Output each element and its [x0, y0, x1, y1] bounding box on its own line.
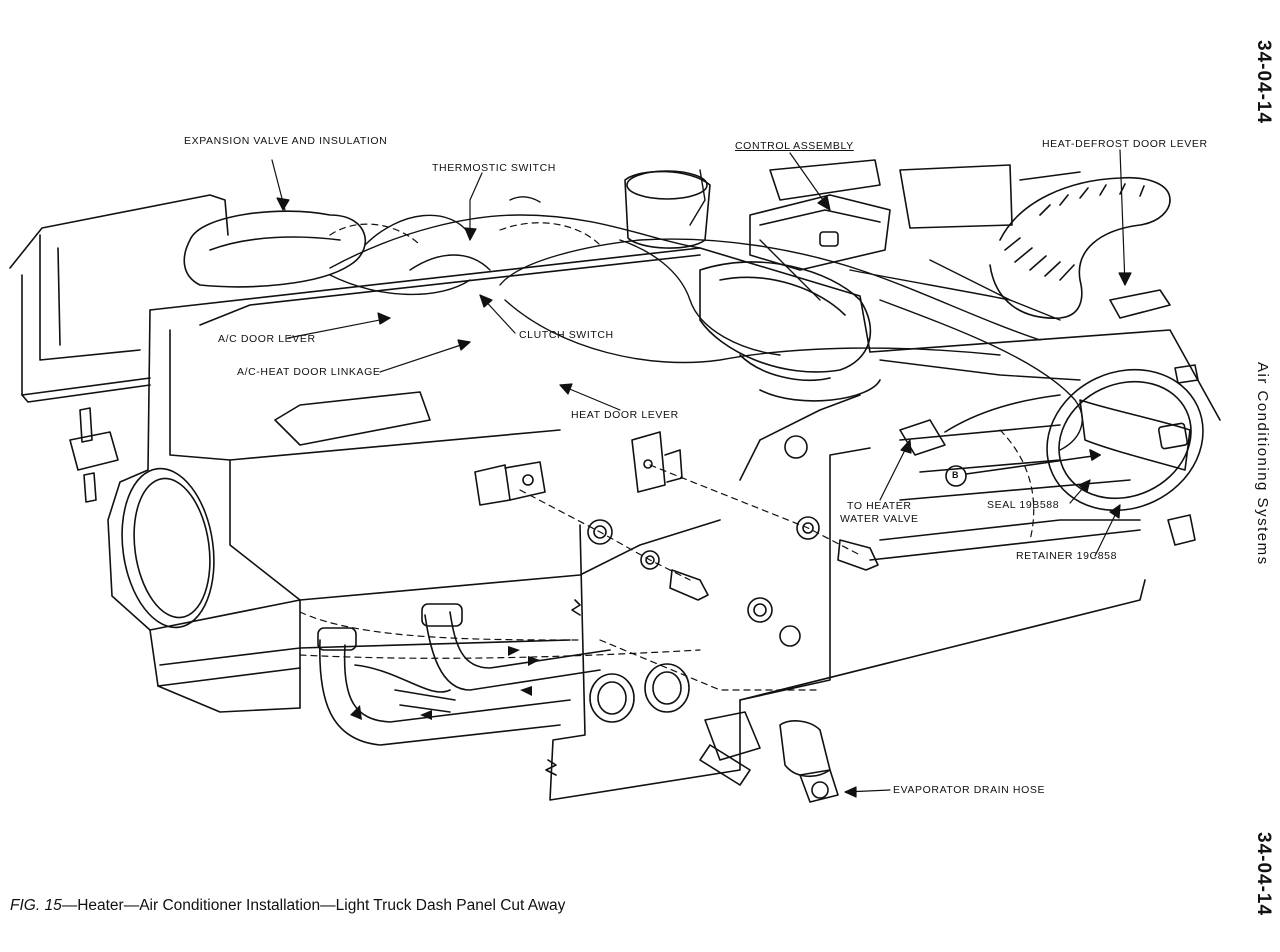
heater-core-ducts	[624, 170, 881, 402]
label-water-valve: WATER VALVE	[840, 513, 919, 525]
label-to-heater: TO HEATER	[847, 500, 912, 512]
evaporator-drain-hose	[799, 769, 839, 803]
dash-panel-cutaway	[545, 447, 871, 801]
label-heat-door-lever: HEAT DOOR LEVER	[571, 409, 679, 421]
label-ac-heat-door-linkage: A/C-HEAT DOOR LINKAGE	[237, 366, 381, 378]
label-ac-door-lever: A/C DOOR LEVER	[218, 333, 316, 345]
dash-outline	[739, 164, 1221, 701]
figure-caption: FIG. 15—Heater—Air Conditioner Installat…	[10, 897, 565, 915]
defrost-flex-duct	[989, 176, 1171, 319]
callout-b-label: B	[952, 470, 959, 480]
expansion-valve-insulation	[183, 210, 366, 288]
section-title: Air Conditioning Systems	[1254, 362, 1271, 566]
ac-outlet-ring	[1046, 368, 1204, 512]
callout-b-marker	[945, 449, 1101, 487]
heater-core-tubes	[589, 663, 831, 786]
label-evaporator-drain-hose: EVAPORATOR DRAIN HOSE	[893, 784, 1046, 796]
label-expansion-valve: EXPANSION VALVE AND INSULATION	[184, 135, 388, 147]
cab-frame	[9, 194, 229, 403]
label-seal: SEAL 19B588	[987, 499, 1060, 511]
heater-housing	[107, 247, 871, 713]
blower-opening	[121, 467, 215, 629]
control-assembly	[749, 159, 891, 271]
label-clutch-switch: CLUTCH SWITCH	[519, 329, 614, 341]
label-control-assembly: CONTROL ASSEMBLY	[735, 140, 854, 152]
bolts-and-washers	[69, 364, 1199, 647]
label-thermostic-switch: THERMOSTIC SWITCH	[432, 162, 556, 174]
label-heat-defrost-door-lever: HEAT-DEFROST DOOR LEVER	[1042, 138, 1208, 150]
leader-lines	[271, 149, 1132, 798]
page-number-top: 34-04-14	[1253, 40, 1274, 125]
figure-number: FIG. 15	[10, 897, 62, 914]
hidden-lines	[299, 222, 1035, 691]
heater-hoses	[317, 603, 611, 746]
page-number-bottom: 34-04-14	[1253, 832, 1274, 917]
water-valve-hose	[899, 394, 1061, 456]
door-lever-brackets	[474, 431, 683, 506]
figure-caption-text: —Heater—Air Conditioner Installation—Lig…	[61, 897, 566, 914]
label-retainer: RETAINER 19C858	[1016, 550, 1118, 562]
wiring-harness	[329, 169, 1083, 451]
flow-arrows	[350, 646, 540, 720]
